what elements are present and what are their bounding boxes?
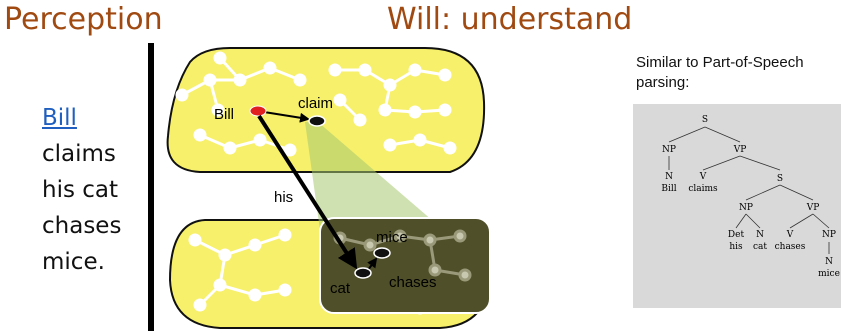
pos-parsing-note: Similar to Part-of-Speech parsing: <box>636 53 844 93</box>
claim-node-label: claim <box>298 95 333 112</box>
mice-node <box>373 247 391 259</box>
sentence-line-2: his cat <box>42 177 119 203</box>
note-line-1: Similar to Part-of-Speech <box>636 54 804 71</box>
chases-arrow <box>367 257 378 271</box>
chases-node-label: chases <box>389 274 437 291</box>
sentence-line-1: claims <box>42 141 116 167</box>
claim-node <box>308 115 326 127</box>
tree-n-3: N <box>825 257 833 267</box>
upper-network <box>175 51 457 157</box>
tree-np-2: NP <box>739 203 753 213</box>
his-arrow <box>257 114 358 270</box>
his-label: his <box>274 189 293 206</box>
bill-node-label: Bill <box>214 106 234 123</box>
tree-v-2: V <box>786 230 794 240</box>
patch-network <box>333 229 472 282</box>
neural-layers-diagram: Bill claim his mice cat chases <box>166 47 492 329</box>
vertical-divider <box>148 43 154 331</box>
parse-tree-background <box>633 104 841 308</box>
tree-word-cat: cat <box>753 242 767 252</box>
parse-tree: S NP VP N Bill V claims S NP VP Det his … <box>633 104 841 308</box>
bill-node <box>249 105 267 117</box>
sentence-line-4: mice. <box>42 249 105 275</box>
mice-node-label: mice <box>376 229 408 246</box>
tree-vp-2: VP <box>806 203 820 213</box>
will-understand-title: Will: understand <box>387 2 633 37</box>
bill-link[interactable]: Bill <box>42 105 77 131</box>
perception-title: Perception <box>4 2 163 37</box>
tree-word-chases: chases <box>775 242 806 252</box>
tree-word-claims: claims <box>688 184 718 194</box>
tree-v-1: V <box>699 172 707 182</box>
tree-word-his: his <box>729 242 743 252</box>
tree-word-mice: mice <box>818 269 840 279</box>
tree-root-s: S <box>702 115 708 125</box>
tree-np-1: NP <box>662 145 676 155</box>
cat-node <box>354 267 372 279</box>
tree-np-3: NP <box>822 230 836 240</box>
example-sentence: Bill claims his cat chases mice. <box>42 100 121 280</box>
tree-vp-1: VP <box>733 145 747 155</box>
tree-word-bill: Bill <box>661 184 676 194</box>
tree-n-2: N <box>756 230 764 240</box>
sentence-line-3: chases <box>42 213 122 239</box>
tree-s-2: S <box>777 174 783 184</box>
parse-tree-edges <box>668 126 830 254</box>
bill-claim-arrow <box>263 111 310 123</box>
tree-n-1: N <box>665 172 673 182</box>
cat-node-label: cat <box>330 280 351 297</box>
note-line-2: parsing: <box>636 74 690 91</box>
tree-det: Det <box>728 230 745 240</box>
